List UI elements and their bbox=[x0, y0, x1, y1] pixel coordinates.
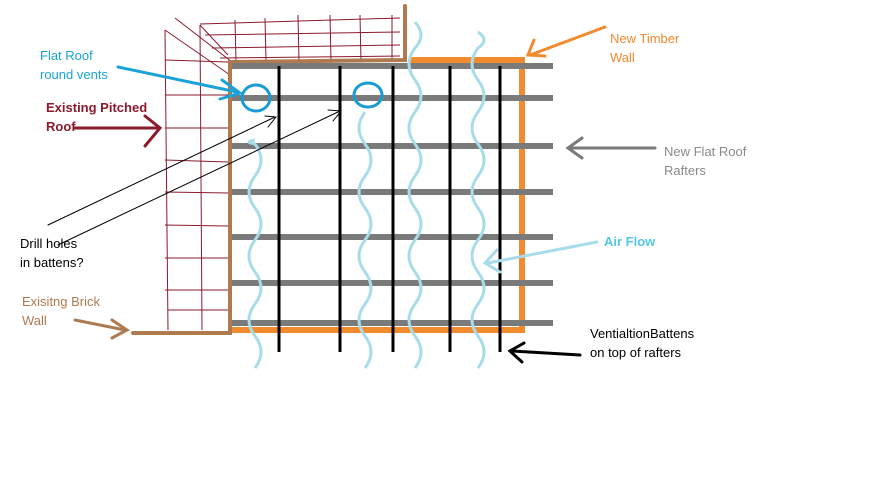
vent-right bbox=[352, 81, 384, 109]
air-flow-wave bbox=[407, 20, 423, 369]
air-flow-wave bbox=[357, 111, 373, 369]
existing-brick-wall-label: Exisitng Brick Wall bbox=[22, 294, 101, 328]
air-flow-lines bbox=[247, 20, 486, 369]
flat-roof-vents-label: Flat Roof round vents bbox=[40, 48, 108, 82]
ventilation-battens bbox=[277, 66, 502, 352]
vent-left bbox=[240, 83, 272, 113]
ventilation-battens-label: VentialtionBattens on top of rafters bbox=[590, 326, 695, 360]
new-flat-roof-rafters-label: New Flat Roof Rafters bbox=[664, 144, 747, 178]
existing-pitched-roof-label: Existing Pitched Roof bbox=[46, 100, 148, 134]
new-timber-wall-label: New Timber Wall bbox=[610, 31, 680, 65]
round-vents bbox=[240, 81, 384, 113]
air-flow-label: Air Flow bbox=[604, 234, 656, 249]
drill-holes-label: Drill holes in battens? bbox=[20, 236, 84, 270]
air-flow-wave bbox=[247, 138, 263, 369]
existing-brick-wall bbox=[131, 4, 407, 335]
annotation-arrows bbox=[47, 25, 657, 364]
air-flow-wave bbox=[470, 30, 486, 369]
